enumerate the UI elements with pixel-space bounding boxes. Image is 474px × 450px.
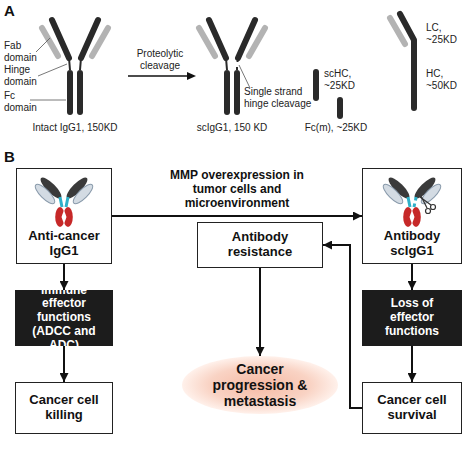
annotation-label: Fc(m), ~25KD xyxy=(296,122,376,134)
annotation-label: Fc domain xyxy=(4,90,44,114)
leader-line xyxy=(36,38,50,52)
scissors-handle xyxy=(431,205,436,210)
annotation-label: Intact IgG1, 150KD xyxy=(20,122,130,134)
light-chain xyxy=(419,182,444,207)
scissors-handle xyxy=(426,209,431,214)
fc-chain xyxy=(224,73,230,112)
igg1-symbol xyxy=(33,175,96,227)
light-chain xyxy=(71,182,96,207)
effector-box: Loss of effector functions xyxy=(362,290,462,346)
annotation-label: Fab domain xyxy=(4,40,44,64)
node-text: Antibody scIgG1 xyxy=(367,229,457,259)
hinge xyxy=(60,197,68,207)
outcome-box: Cancer cell survival xyxy=(362,382,462,434)
light-chain xyxy=(381,182,406,207)
outcome-box: Cancer cell killing xyxy=(15,382,113,434)
heavy-chain xyxy=(52,20,69,58)
fc-monomer-fragment xyxy=(337,100,343,116)
hinge xyxy=(408,197,416,207)
node-text: Anti-cancer IgG1 xyxy=(21,229,107,259)
node-text: Cancer cell survival xyxy=(373,393,451,423)
fc-domain xyxy=(63,207,73,227)
panel-letter: A xyxy=(4,2,24,19)
fc-chain xyxy=(67,73,73,112)
node-text: Cancer cell killing xyxy=(26,393,102,423)
effector-box: Immune effector functions (ADCC and ADC) xyxy=(15,290,113,346)
ellipse-fill xyxy=(182,356,338,414)
annotation-label: Single strand hinge cleavage xyxy=(244,86,314,110)
scissors-symbol xyxy=(420,196,436,214)
antibody-box: Antibody scIgG1 xyxy=(362,168,462,264)
heavy-chain xyxy=(412,175,438,201)
heavy-chain xyxy=(38,175,64,201)
cleavage-arrow xyxy=(128,75,189,77)
node-text: Loss of effector functions xyxy=(374,297,450,338)
schc-fragment xyxy=(313,72,319,98)
flow-arrow xyxy=(63,264,65,290)
flow-arrow xyxy=(323,245,362,408)
heavy-chain xyxy=(386,175,412,201)
arrow-head xyxy=(187,72,196,80)
flow-arrow xyxy=(112,215,362,217)
scissors-blade xyxy=(421,196,427,208)
fc-domain xyxy=(55,207,65,227)
hinge xyxy=(69,58,81,70)
node-text: Cancer progression & metastasis xyxy=(212,361,308,409)
fc-chain xyxy=(77,73,83,112)
progression-ellipse: Cancer progression & metastasis xyxy=(182,356,338,414)
scigg1-symbol xyxy=(381,175,444,227)
annotation-label: scHC, ~25KD xyxy=(324,68,366,92)
fc-domain xyxy=(411,207,421,227)
panel-letter: B xyxy=(4,148,24,165)
fc-chain xyxy=(234,73,240,112)
intact-igg1-symbol xyxy=(42,20,108,112)
light-chain xyxy=(33,182,58,207)
flow-arrow xyxy=(259,268,261,356)
hinge xyxy=(226,58,238,70)
node-text: Antibody resistance xyxy=(212,230,308,260)
node-text: Immune effector functions (ADCC and ADC) xyxy=(19,284,109,353)
fc-gap xyxy=(410,210,415,224)
fc-gap xyxy=(62,210,67,224)
annotation-label: HC, ~50KD xyxy=(426,68,470,92)
antibody-box: Anti-cancer IgG1 xyxy=(16,168,112,264)
leader-line xyxy=(30,100,66,101)
annotation-label: LC, ~25KD xyxy=(426,22,470,46)
annotation-label: Proteolytic cleavage xyxy=(124,48,196,72)
leader-line xyxy=(38,64,67,76)
edge-label: MMP overexpression in tumor cells and mi… xyxy=(167,168,307,210)
annotation-label: scIgG1, 150 KD xyxy=(182,122,282,134)
outcome-box: Antibody resistance xyxy=(197,222,323,268)
heavy-chain xyxy=(238,20,255,58)
leader-line xyxy=(239,65,250,88)
flow-arrow xyxy=(411,346,413,382)
heavy-chain xyxy=(64,175,90,201)
scissors-blade xyxy=(420,197,431,205)
heavy-chain xyxy=(209,20,226,58)
scigg1-symbol xyxy=(199,20,265,112)
fc-domain xyxy=(403,207,413,227)
flow-arrow xyxy=(63,346,65,382)
flow-arrow xyxy=(411,264,413,290)
heavy-chain xyxy=(81,20,98,58)
heavy-chain-fragment xyxy=(400,14,414,108)
